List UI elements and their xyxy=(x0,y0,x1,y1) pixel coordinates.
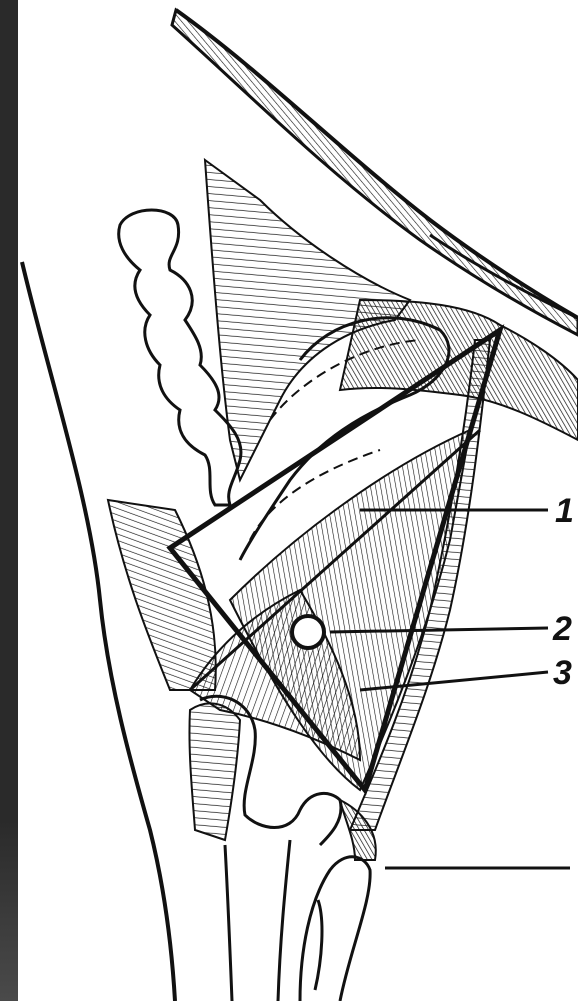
lower-leg-zigzag xyxy=(300,857,370,1001)
callout-1-label: 1 xyxy=(555,492,574,530)
femoral-vessel-circle xyxy=(292,616,324,648)
lower-leg-hatch xyxy=(189,703,240,840)
callout-3-label: 3 xyxy=(553,654,572,692)
lower-leg-outline xyxy=(225,840,290,1001)
callout-2-label: 2 xyxy=(552,610,572,648)
upper-right-muscle xyxy=(340,300,578,440)
